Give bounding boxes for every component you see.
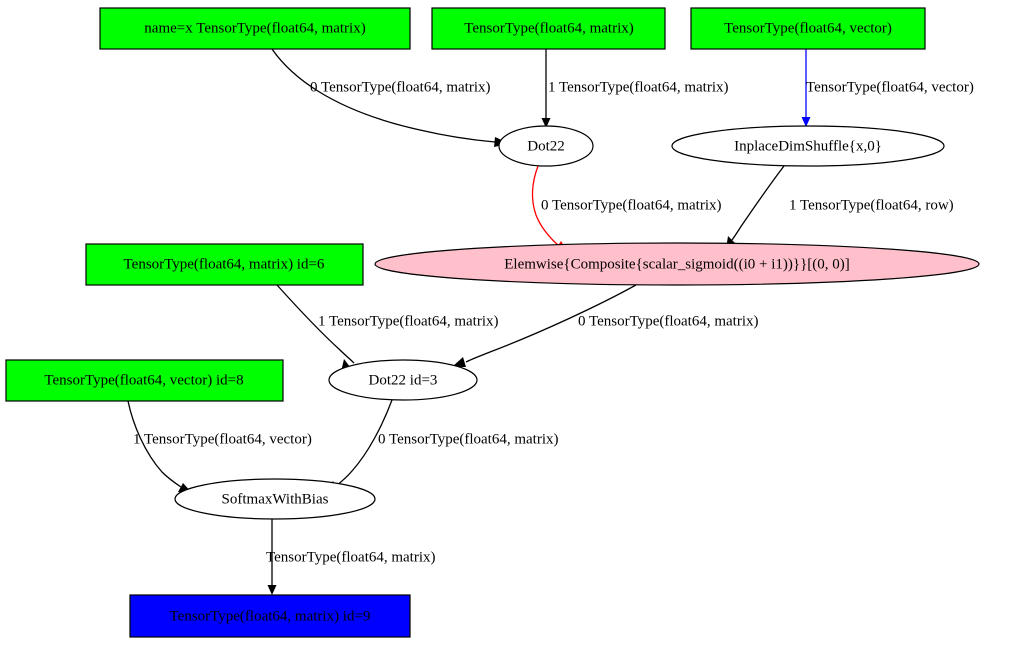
edge-b1-to-dimshuffle: TensorType(float64, vector) [801, 49, 974, 127]
node-dot22[interactable]: Dot22 [498, 125, 594, 167]
node-layer: name=x TensorType(float64, matrix) Tenso… [5, 7, 980, 638]
edge-label: TensorType(float64, vector) [806, 79, 974, 95]
edge-path [276, 284, 355, 364]
node-shape [671, 125, 945, 167]
edge-dot22b-to-softmax: 0 TensorType(float64, matrix) [325, 399, 559, 493]
node-shape [5, 359, 284, 402]
edge-dimshuffle-to-elemwise: 1 TensorType(float64, row) [726, 165, 954, 249]
arrow-head [541, 118, 551, 128]
node-shape [498, 125, 594, 167]
node-shape [690, 7, 926, 50]
edge-w1-to-dot22: 1 TensorType(float64, matrix) [541, 49, 729, 128]
edge-label: 1 TensorType(float64, matrix) [318, 313, 499, 329]
node-var-b1[interactable]: TensorType(float64, vector) [690, 7, 926, 50]
arrow-head [452, 357, 466, 367]
edge-label: 1 TensorType(float64, matrix) [548, 79, 729, 95]
edge-path [335, 399, 393, 487]
node-label: TensorType(float64, vector) id=8 [44, 372, 243, 388]
edge-label: 0 TensorType(float64, matrix) [310, 79, 491, 95]
edge-b2-to-softmax: 1 TensorType(float64, vector) [127, 400, 312, 494]
node-shape [129, 594, 411, 638]
edge-path [271, 48, 496, 143]
node-label: TensorType(float64, matrix) [464, 20, 634, 36]
node-label: name=x TensorType(float64, matrix) [144, 20, 365, 36]
arrow-head [801, 117, 811, 127]
node-var-x[interactable]: name=x TensorType(float64, matrix) [99, 7, 411, 50]
node-elemwise-composite[interactable]: Elemwise{Composite{scalar_sigmoid((i0 + … [374, 242, 980, 286]
node-shape [374, 242, 980, 286]
edge-elemwise-to-dot22b: 0 TensorType(float64, matrix) [452, 284, 759, 367]
node-label: TensorType(float64, vector) [724, 20, 892, 36]
arrow-head [267, 585, 277, 595]
edge-softmax-to-output: TensorType(float64, matrix) [266, 519, 436, 595]
node-softmax-with-bias[interactable]: SoftmaxWithBias [174, 478, 376, 520]
edge-label: 0 TensorType(float64, matrix) [578, 313, 759, 329]
node-label: InplaceDimShuffle{x,0} [734, 138, 882, 154]
node-var-output[interactable]: TensorType(float64, matrix) id=9 [129, 594, 411, 638]
node-dot22-id3[interactable]: Dot22 id=3 [328, 359, 478, 401]
node-label: TensorType(float64, matrix) id=6 [124, 256, 325, 272]
node-label: SoftmaxWithBias [222, 491, 329, 507]
node-label: Dot22 [527, 138, 565, 154]
edge-path [127, 400, 182, 488]
edge-dot22-to-elemwise: 0 TensorType(float64, matrix) [531, 165, 722, 254]
edge-label: 1 TensorType(float64, vector) [133, 431, 312, 447]
node-label: Elemwise{Composite{scalar_sigmoid((i0 + … [504, 256, 850, 272]
edge-w2-to-dot22b: 1 TensorType(float64, matrix) [276, 284, 499, 372]
node-label: Dot22 id=3 [369, 372, 438, 388]
node-shape [328, 359, 478, 401]
edge-path [531, 165, 560, 247]
node-shape [85, 243, 364, 286]
edge-label: TensorType(float64, matrix) [266, 549, 436, 565]
node-inplace-dimshuffle[interactable]: InplaceDimShuffle{x,0} [671, 125, 945, 167]
node-var-b2[interactable]: TensorType(float64, vector) id=8 [5, 359, 284, 402]
edge-label: 1 TensorType(float64, row) [789, 197, 954, 213]
edge-path [731, 165, 785, 241]
node-var-w2[interactable]: TensorType(float64, matrix) id=6 [85, 243, 364, 286]
edge-label: 0 TensorType(float64, matrix) [541, 197, 722, 213]
node-shape [431, 7, 666, 50]
node-shape [99, 7, 411, 50]
node-var-w1[interactable]: TensorType(float64, matrix) [431, 7, 666, 50]
edge-label: 0 TensorType(float64, matrix) [378, 431, 559, 447]
node-label: TensorType(float64, matrix) id=9 [170, 608, 371, 624]
edge-path [465, 284, 637, 363]
edge-x-to-dot22: 0 TensorType(float64, matrix) [271, 48, 509, 147]
node-shape [174, 478, 376, 520]
